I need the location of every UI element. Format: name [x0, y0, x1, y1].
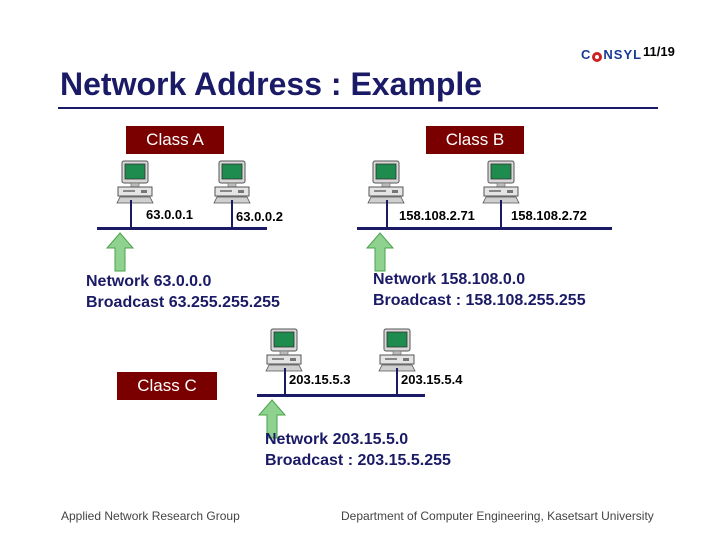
title-underline — [58, 107, 658, 109]
broadcast-address: Broadcast : 203.15.5.255 — [265, 452, 451, 469]
host-ip-c2: 203.15.5.4 — [401, 372, 463, 387]
class-a-label: Class A — [126, 126, 224, 154]
computer-icon — [377, 328, 417, 372]
class-c-network-text: Network 203.15.5.0 Broadcast : 203.15.5.… — [265, 429, 451, 471]
network-address: Network 63.0.0.0 — [86, 273, 212, 290]
class-a-network-text: Network 63.0.0.0 Broadcast 63.255.255.25… — [86, 271, 280, 313]
host-drop-line — [386, 200, 388, 227]
host-ip-a2: 63.0.0.2 — [236, 209, 283, 224]
broadcast-address: Broadcast 63.255.255.255 — [86, 294, 280, 311]
host-drop-line — [284, 368, 286, 394]
computer-icon — [481, 160, 521, 204]
broadcast-address: Broadcast : 158.108.255.255 — [373, 292, 586, 309]
footer-right: Department of Computer Engineering, Kase… — [341, 509, 654, 523]
up-arrow-icon — [106, 232, 134, 272]
host-drop-line — [500, 200, 502, 227]
host-ip-a1: 63.0.0.1 — [146, 207, 193, 222]
slide-title: Network Address : Example — [60, 66, 483, 102]
network-address: Network 158.108.0.0 — [373, 271, 526, 288]
host-ip-b1: 158.108.2.71 — [399, 208, 475, 223]
host-ip-b2: 158.108.2.72 — [511, 208, 587, 223]
up-arrow-icon — [366, 232, 394, 272]
computer-icon — [264, 328, 304, 372]
computer-icon — [115, 160, 155, 204]
host-drop-line — [396, 368, 398, 394]
computer-icon — [366, 160, 406, 204]
network-bus-c — [257, 394, 425, 397]
class-b-network-text: Network 158.108.0.0 Broadcast : 158.108.… — [373, 269, 586, 311]
host-ip-c1: 203.15.5.3 — [289, 372, 351, 387]
network-bus-a — [97, 227, 267, 230]
computer-icon — [212, 160, 252, 204]
logo-o-mark — [592, 52, 603, 62]
network-bus-b — [357, 227, 612, 230]
footer-left: Applied Network Research Group — [61, 509, 240, 523]
class-b-label: Class B — [426, 126, 524, 154]
host-drop-line — [231, 200, 233, 227]
network-address: Network 203.15.5.0 — [265, 431, 409, 448]
class-c-label: Class C — [117, 372, 217, 400]
host-drop-line — [130, 200, 132, 227]
slide-number: 11/19 — [643, 44, 675, 59]
